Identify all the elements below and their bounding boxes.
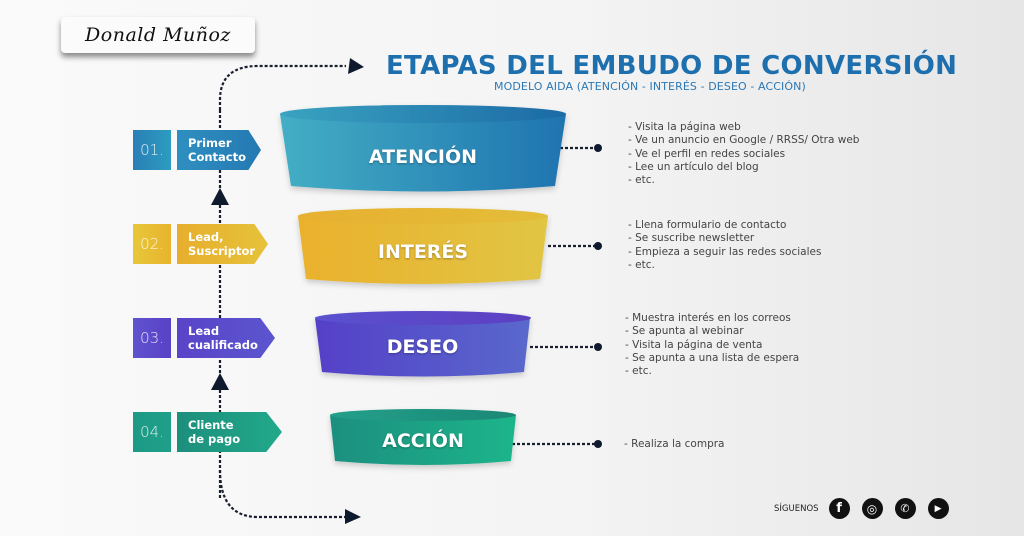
bullet-item: - etc. [628,174,655,187]
stage-label-line2: Contacto [188,150,246,164]
deseo-bullets: - Muestra interés en los correos - Se ap… [625,312,799,378]
facebook-icon[interactable]: f [828,498,850,519]
stage-label-line1: Lead, [188,230,224,244]
stage-number-03: 03. [140,329,164,347]
whatsapp-icon[interactable]: ✆ [894,498,916,519]
funnel-accion-label: ACCIÓN [382,430,464,452]
stage-label-lead-suscriptor: Lead,Suscriptor [177,224,268,264]
interes-bullets: - Llena formulario de contacto - Se susc… [628,219,821,272]
youtube-icon[interactable]: ▶ [927,498,949,519]
bullet-item: - Se suscribe newsletter [628,232,755,245]
social-follow: SÍGUENOS f ◎ ✆ ▶ [774,498,949,519]
signature-logo: Donald Muñoz [61,17,255,53]
stage-label-line2: Suscriptor [188,244,256,258]
bullet-item: - Muestra interés en los correos [625,312,791,324]
stage-label-line2: de pago [188,432,241,446]
bullet-item: - etc. [628,258,655,271]
funnel-interes-label: INTERÉS [377,241,469,263]
stage-label-line1: Primer [188,136,232,150]
bullet-item: - Llena formulario de contacto [628,219,787,231]
bullet-item: - Realiza la compra [624,438,725,450]
atencion-bullets: - Visita la página web - Ve un anuncio e… [628,121,859,187]
bullet-item: - Ve un anuncio en Google / RRSS/ Otra w… [628,134,860,147]
stage-number-04: 04. [140,423,164,441]
bullet-item: - Empieza a seguir las redes sociales [628,245,822,258]
bullet-item: - etc. [625,365,652,378]
funnel-atencion-label: ATENCIÓN [368,146,478,168]
page-title: ETAPAS DEL EMBUDO DE CONVERSIÓN [386,51,958,81]
stage-label-line1: Cliente [188,418,234,432]
follow-label: SÍGUENOS [774,503,819,514]
bullet-item: - Visita la página de venta [625,338,763,351]
bullet-item: - Lee un artículo del blog [628,160,759,173]
bullet-item: - Visita la página web [628,121,741,133]
accion-bullets: - Realiza la compra [624,438,725,451]
bullet-item: - Ve el perfil en redes sociales [628,147,786,160]
stage-number-01: 01. [140,141,164,159]
funnel-deseo-label: DESEO [386,336,459,358]
stage-label-line2: cualificado [188,338,258,352]
page-subtitle: MODELO AIDA (ATENCIÓN - INTERÉS - DESEO … [494,80,806,93]
bullet-item: - Se apunta a una lista de espera [625,351,800,364]
bullet-item: - Se apunta al webinar [625,325,744,338]
instagram-icon[interactable]: ◎ [861,498,883,519]
stage-number-02: 02. [140,235,164,253]
stage-label-line1: Lead [188,324,220,338]
